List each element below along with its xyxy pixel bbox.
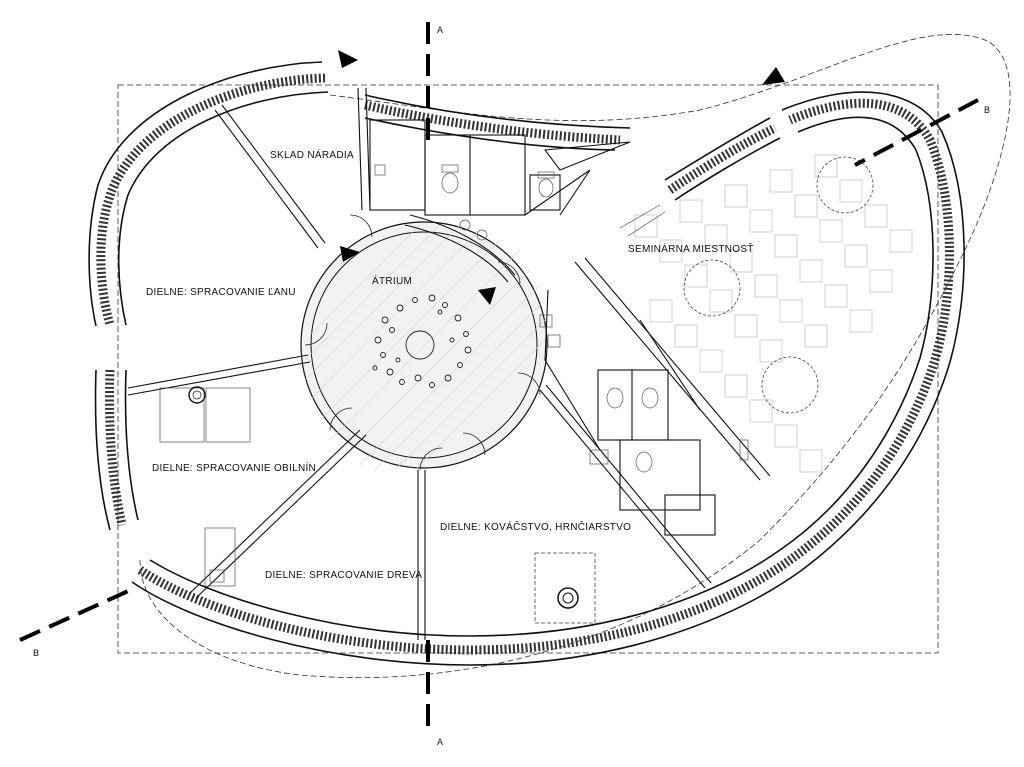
atrium-planting — [372, 294, 472, 388]
triangle-arrow-icon — [340, 246, 360, 262]
exterior-wall-north-east-outline — [664, 117, 771, 181]
exterior-wall-west — [105, 369, 127, 526]
section-label-a-top: A — [437, 25, 443, 35]
exterior-wall-north-west-outline — [88, 61, 323, 327]
landscape-contour — [139, 34, 1011, 678]
exterior-wall-west-inner — [124, 369, 139, 521]
exterior-wall-north-inner — [364, 117, 616, 151]
wc-curve-wall — [409, 214, 516, 276]
entrance-arrows — [338, 50, 785, 305]
section-label-b-left: B — [33, 648, 39, 658]
exterior-wall-north-east-inner — [674, 137, 781, 201]
atrium-ring — [310, 231, 538, 459]
seminar-round-tables — [683, 156, 874, 414]
wc-curve-wall-2 — [404, 224, 509, 283]
wc-north — [369, 119, 591, 216]
exterior-wall-south — [137, 98, 954, 655]
triangle-arrow-icon — [478, 287, 496, 305]
section-line-b-left — [19, 586, 136, 642]
dreva-equipment — [204, 527, 236, 587]
toilet-icons-north — [374, 164, 555, 241]
atrium-floor — [300, 221, 548, 469]
atrium-doors — [304, 214, 541, 471]
exterior-wall-north-west — [96, 73, 326, 327]
forge-icon — [557, 587, 579, 609]
toilet-wedge — [543, 141, 631, 171]
seminar-entry-line — [619, 204, 666, 237]
exterior-wall-north — [363, 100, 621, 145]
exterior-wall-north-outline — [364, 94, 631, 129]
toilet-icons-east — [539, 314, 749, 473]
room-label-atrium: ÁTRIUM — [372, 274, 412, 287]
room-label-sklad: SKLAD NÁRADIA — [270, 148, 354, 161]
obilnin-equipment — [159, 386, 251, 443]
room-label-obilnin: DIELNE: SPRACOVANIE OBILNÍN — [152, 461, 316, 474]
section-line-b-right — [854, 98, 979, 167]
room-label-seminar: SEMINÁRNA MIESTNOSŤ — [628, 242, 754, 255]
kovac-equipment — [534, 552, 596, 624]
exterior-wall-south-outline — [131, 91, 965, 666]
exterior-wall-north-west-inner — [117, 91, 329, 326]
section-label-b-right: B — [984, 105, 990, 115]
round-stove-icon — [188, 386, 206, 404]
site-boundary — [117, 84, 939, 654]
room-label-kovac: DIELNE: KOVÁČSTVO, HRNČIARSTVO — [440, 520, 631, 533]
exterior-wall-north-east — [667, 123, 777, 194]
triangle-arrow-icon — [338, 50, 358, 68]
wc-east — [544, 257, 771, 536]
triangle-arrow-icon — [762, 67, 785, 85]
room-label-dreva: DIELNE: SPRACOVANIE DREVA — [265, 570, 422, 581]
section-label-a-bottom: A — [437, 737, 443, 747]
seminar-tables — [634, 154, 913, 473]
room-label-lan: DIELNE: SPRACOVANIE ĽANU — [146, 287, 296, 298]
exterior-wall-south-inner — [149, 116, 934, 637]
exterior-wall-west-outline — [94, 369, 111, 531]
